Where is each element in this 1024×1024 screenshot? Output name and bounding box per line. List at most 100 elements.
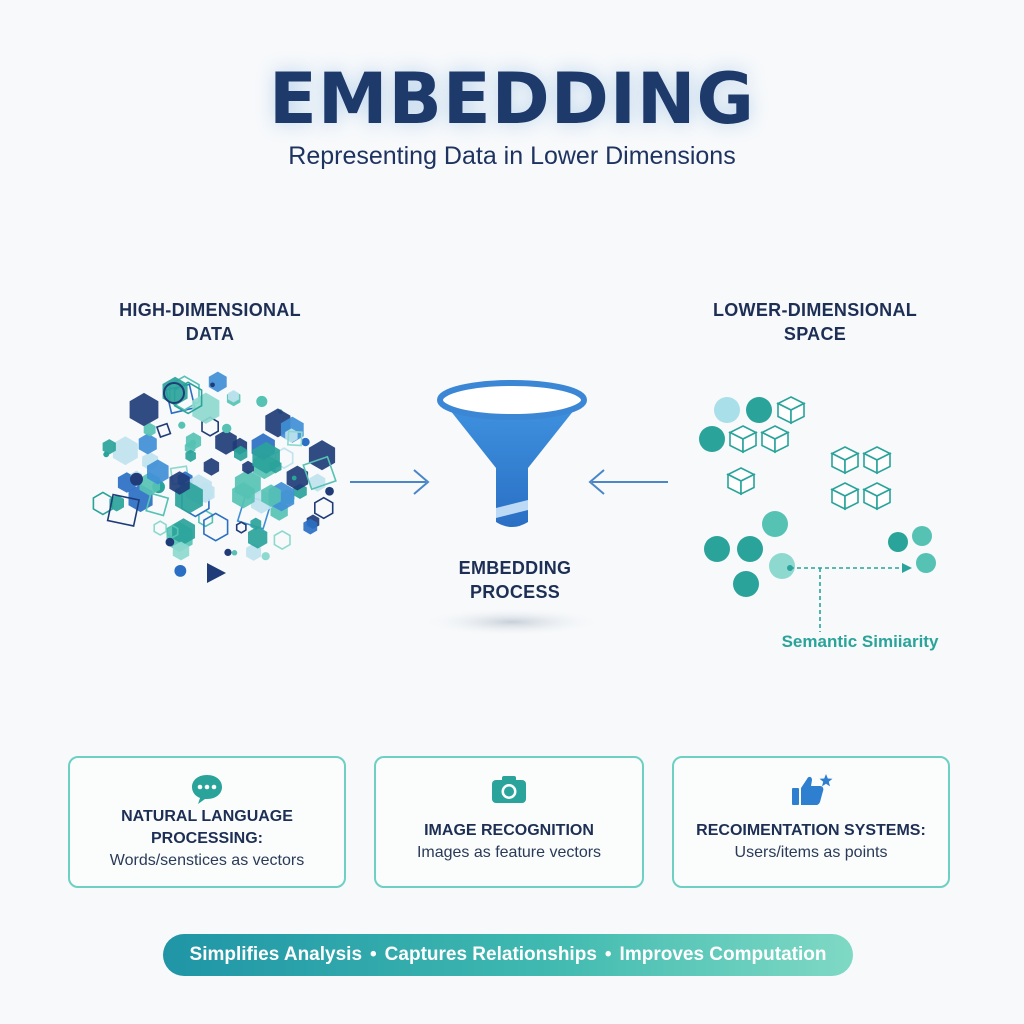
point-circle [733, 571, 759, 597]
hexagon-shape [234, 445, 248, 462]
hexagon-shape [143, 422, 156, 437]
hexagon-shape [129, 392, 159, 427]
dot-shape [256, 395, 268, 408]
cube-right [844, 488, 859, 511]
hexagon-outline-shape [203, 512, 229, 542]
similarity-arrow [790, 567, 902, 632]
point-cube [726, 467, 756, 496]
image-recognition-title: IMAGE RECOGNITION [424, 822, 594, 839]
point-circle [737, 536, 763, 562]
process-label-line1: EMBEDDING [458, 558, 572, 578]
hexagon-shape [286, 465, 309, 491]
hexagon-shape [232, 482, 255, 509]
cube-right [740, 473, 755, 496]
cube-right [790, 402, 805, 425]
cube-right [742, 431, 757, 454]
hexagon-shape [203, 457, 220, 476]
hexagon-shape [228, 390, 239, 403]
hexagon-shape [109, 494, 124, 512]
point-cube [728, 425, 758, 454]
point-cube [862, 482, 892, 511]
point-cube [830, 446, 860, 475]
point-cube [760, 425, 790, 454]
dot-shape [129, 472, 143, 486]
page-subtitle: Representing Data in Lower Dimensions [288, 142, 736, 170]
cube-right [876, 452, 891, 475]
hexagon-shape [242, 460, 254, 475]
card-image-recognition: IMAGE RECOGNITION Images as feature vect… [374, 756, 644, 888]
benefit-separator: • [604, 944, 612, 965]
hexagon-shape [138, 433, 157, 455]
hexagon-outline-shape [313, 496, 334, 520]
high-dimensional-label: HIGH-DIMENSIONAL DATA [100, 298, 320, 346]
benefit-improves-computation: Improves Computation [619, 944, 827, 965]
hexagon-shape [248, 526, 268, 549]
hexagon-outline-shape [166, 524, 179, 539]
similarity-origin-dot [787, 565, 793, 571]
lower-dimensional-label-line2: SPACE [783, 324, 847, 344]
arrow-left-icon [588, 469, 668, 495]
hexagon-shape [169, 471, 190, 495]
recommendation-title: RECOIMENTATION SYSTEMS: [696, 822, 926, 839]
lower-dimensional-label-line1: LOWER-DIMENSIONAL [712, 300, 918, 320]
triangle-shape [207, 563, 226, 583]
hexagon-shape [147, 459, 169, 485]
benefit-separator: • [370, 944, 377, 965]
dot-shape [221, 423, 232, 434]
arrow-right-icon [350, 469, 430, 495]
square-outline-shape [287, 430, 303, 447]
point-circle [769, 553, 795, 579]
point-circle [704, 536, 730, 562]
point-circle [746, 397, 772, 423]
thumbs-up-star-icon [792, 774, 833, 805]
hexagon-shape [308, 440, 336, 471]
hexagon-shape [303, 518, 318, 535]
nlp-subtitle: Words/senstices as vectors [109, 852, 305, 869]
square-outline-shape [155, 422, 172, 439]
process-label-line2: PROCESS [469, 582, 561, 602]
dot-shape [231, 550, 238, 556]
high-dimensional-cluster [92, 371, 337, 583]
circle-outline-shape [163, 382, 185, 404]
chat-bubble-icon [192, 775, 222, 804]
point-cube [776, 396, 806, 425]
cube-right [876, 488, 891, 511]
dot-shape [325, 486, 334, 496]
point-circle [888, 532, 908, 552]
hexagon-shape [309, 473, 326, 492]
dot-shape [165, 537, 175, 547]
point-circle [916, 553, 936, 573]
hexagon-shape [185, 432, 202, 450]
hexagon-shape [172, 518, 195, 545]
square-outline-shape [145, 492, 170, 517]
benefits-banner: Simplifies Analysis • Captures Relationshi… [163, 934, 853, 976]
benefit-captures-relationships: Captures Relationships [384, 944, 597, 965]
hexagon-shape [185, 449, 196, 462]
funnel-icon [422, 380, 602, 636]
card-natural-language-processing: NATURAL LANGUAGE PROCESSING: Words/senst… [68, 756, 346, 888]
hexagon-shape [261, 484, 281, 507]
camera-icon [492, 776, 526, 803]
recommendation-subtitle: Users/items as points [734, 844, 888, 861]
hexagon-outline-shape [201, 416, 219, 437]
hexagon-outline-shape [153, 520, 167, 536]
dot-shape [291, 475, 297, 481]
hexagon-outline-shape [235, 521, 247, 534]
hexagon-shape [102, 439, 116, 455]
hexagon-shape [250, 517, 262, 530]
point-circle [714, 397, 740, 423]
lower-dimensional-label: LOWER-DIMENSIONAL SPACE [680, 298, 950, 346]
point-circle [762, 511, 788, 537]
embedding-process-label: EMBEDDING PROCESS [400, 556, 630, 604]
nlp-title-line2: PROCESSING: [150, 830, 263, 847]
semantic-similarity-label: Semantic Simiiarity [781, 632, 939, 651]
image-recognition-subtitle: Images as feature vectors [416, 844, 602, 861]
dot-shape [178, 421, 186, 429]
benefit-simplifies-analysis: Simplifies Analysis [189, 944, 363, 965]
dot-shape [224, 548, 232, 557]
dot-shape [261, 552, 270, 561]
page-title: EMBEDDING [269, 58, 755, 140]
dot-shape [174, 564, 187, 577]
high-dimensional-label-line2: DATA [185, 324, 235, 344]
